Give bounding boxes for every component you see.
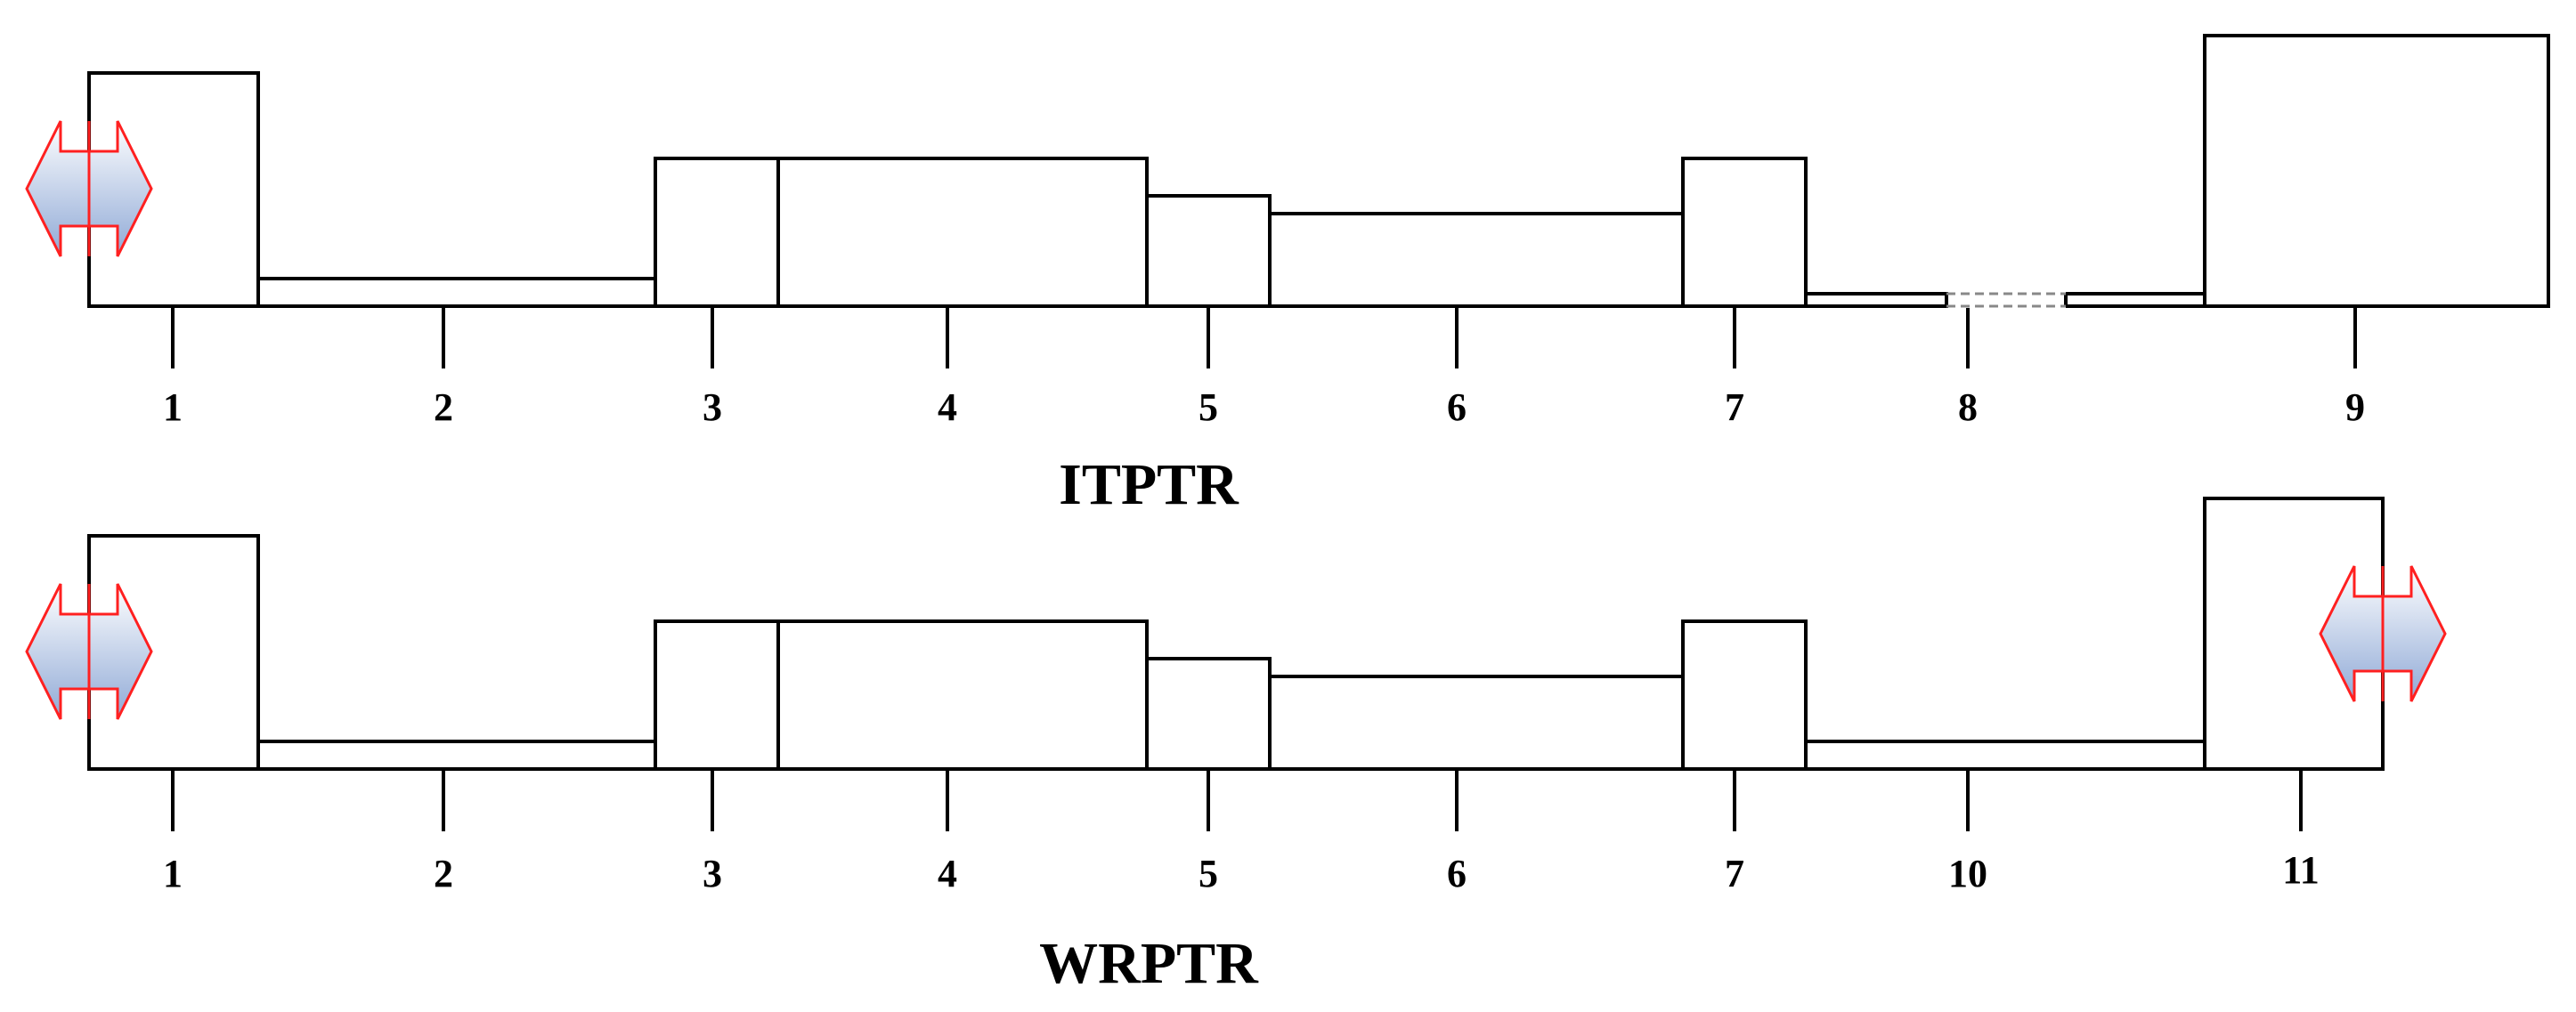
label-3: 3 (703, 852, 722, 895)
label-10: 10 (1948, 852, 1987, 895)
diagram-itptr: 1 2 3 4 5 6 7 8 9 ITPTR (25, 34, 2550, 517)
component-2-tube (256, 740, 657, 771)
component-6-tube (1268, 212, 1685, 308)
component-4-block (776, 619, 1149, 771)
diagram-title-wrptr: WRPTR (1039, 931, 1259, 996)
label-4: 4 (938, 385, 957, 429)
label-5: 5 (1199, 385, 1218, 429)
component-2-tube (256, 277, 657, 308)
label-1: 1 (163, 385, 183, 429)
component-3-block (654, 157, 780, 308)
tick-marks (171, 308, 2357, 368)
tick-marks (171, 771, 2303, 831)
label-9: 9 (2345, 385, 2365, 429)
component-10-tube (1804, 740, 2206, 771)
label-5: 5 (1199, 852, 1218, 895)
component-3-block (654, 619, 780, 771)
diagram-title-itptr: ITPTR (1059, 452, 1239, 517)
component-9-block (2203, 34, 2550, 308)
label-11: 11 (2282, 848, 2320, 892)
component-7-block (1681, 619, 1808, 771)
double-arrow-icon (2319, 565, 2447, 702)
label-6: 6 (1447, 385, 1467, 429)
diagram-wrptr: 1 2 3 4 5 6 7 10 11 WRPTR (25, 497, 2447, 996)
label-6: 6 (1447, 852, 1467, 895)
label-2: 2 (434, 385, 453, 429)
label-4: 4 (938, 852, 957, 895)
double-arrow-icon (25, 583, 153, 720)
component-8-tube (1806, 292, 2205, 308)
label-7: 7 (1725, 852, 1744, 895)
component-5-block (1145, 657, 1272, 771)
label-8: 8 (1958, 385, 1978, 429)
component-5-block (1145, 194, 1272, 308)
label-1: 1 (163, 852, 183, 895)
double-arrow-icon (25, 120, 153, 257)
label-7: 7 (1725, 385, 1744, 429)
label-2: 2 (434, 852, 453, 895)
component-7-block (1681, 157, 1808, 308)
component-6-tube (1268, 675, 1685, 771)
component-4-block (776, 157, 1149, 308)
label-3: 3 (703, 385, 722, 429)
